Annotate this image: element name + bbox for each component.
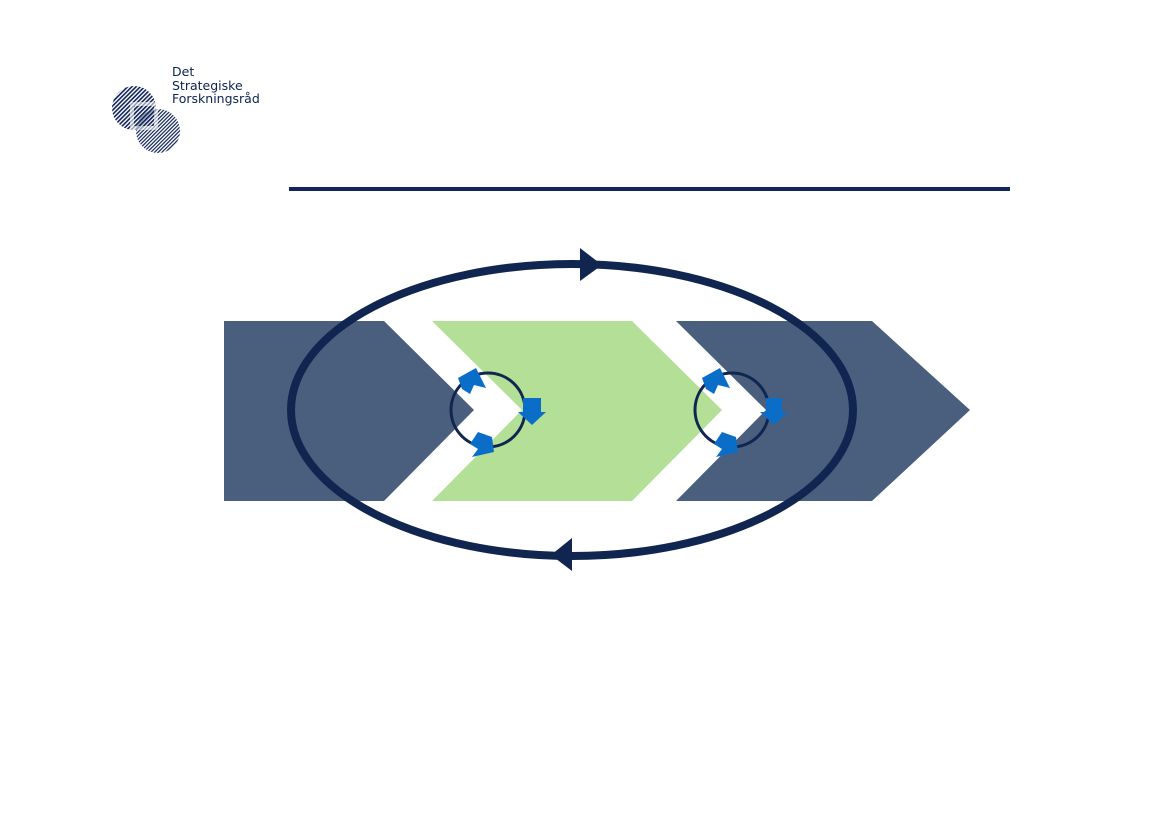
- logo-line-3: Forskningsråd: [172, 91, 260, 106]
- logo-wordmark: Det Strategiske Forskningsråd: [172, 65, 260, 106]
- loop-arrow-icon: [702, 368, 730, 394]
- logo-line-2: Strategiske: [172, 77, 243, 93]
- feedback-loop-right: [693, 368, 788, 457]
- chevron-middle: [432, 321, 722, 501]
- loop-arrow-icon: [470, 432, 494, 457]
- chevron-right: [676, 321, 970, 501]
- cycle-arrow-left-icon: [551, 538, 572, 571]
- organization-logo: Det Strategiske Forskningsråd: [110, 60, 280, 160]
- loop-arrow-icon: [760, 398, 788, 425]
- loop-arrow-icon: [518, 398, 546, 425]
- cycle-arrow-right-icon: [580, 248, 602, 281]
- loop-arrow-icon: [714, 432, 738, 457]
- loop-arrow-icon: [458, 368, 486, 394]
- header-divider: [289, 187, 1010, 191]
- feedback-loop-left: [449, 368, 546, 457]
- dsf-logo-icon: [112, 86, 180, 153]
- logo-line-1: Det: [172, 64, 195, 79]
- chevron-left: [224, 321, 474, 501]
